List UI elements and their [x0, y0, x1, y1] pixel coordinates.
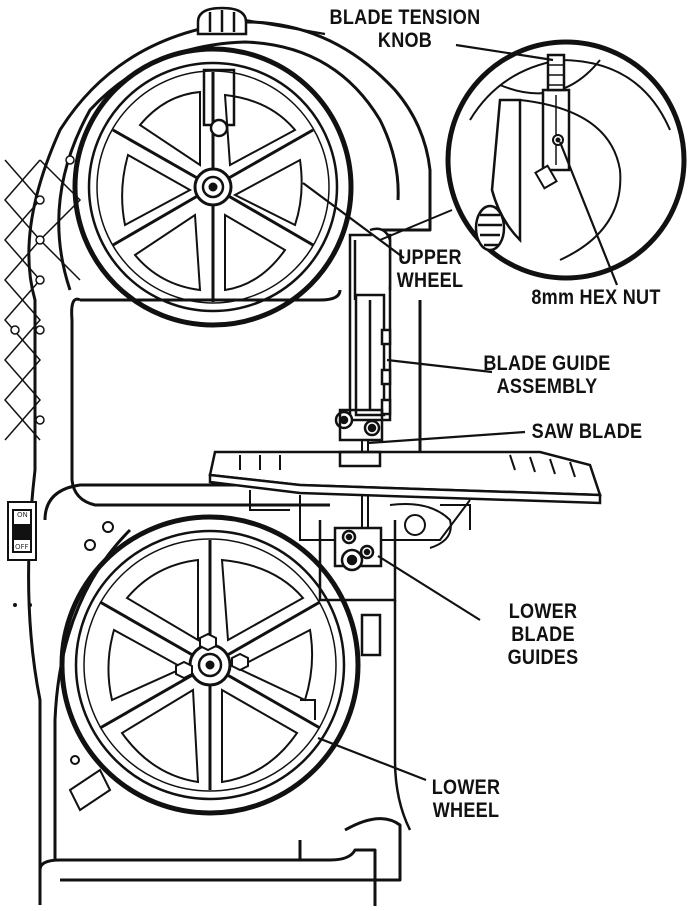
lower-wheel: [59, 514, 361, 816]
frame-lattice: [4, 155, 82, 441]
hex-nut-detail-inset: [445, 39, 687, 281]
label-upper-wheel: UPPER WHEEL: [396, 246, 464, 292]
switch-on-label: ON: [17, 511, 28, 519]
blade-tension-knob: [196, 6, 248, 138]
work-table: [208, 450, 602, 505]
label-saw-blade: SAW BLADE: [531, 420, 643, 443]
label-lower-wheel: LOWER WHEEL: [431, 776, 501, 822]
switch-off-label: OFF: [15, 543, 29, 551]
lower-blade-guides: [318, 520, 397, 602]
saw-frame: [27, 20, 432, 906]
leader-lines: [244, 18, 619, 782]
blade-guide-assembly: [334, 227, 392, 442]
label-lower-blade-guides: LOWER BLADE GUIDES: [507, 600, 579, 669]
switch-dots: [13, 603, 32, 607]
label-blade-guide-assembly: BLADE GUIDE ASSEMBLY: [483, 352, 611, 398]
power-switch: [7, 501, 37, 561]
label-8mm-hex-nut: 8mm HEX NUT: [531, 286, 661, 309]
inset-connector: [379, 209, 453, 241]
label-blade-tension-knob: BLADE TENSION KNOB: [329, 6, 481, 52]
